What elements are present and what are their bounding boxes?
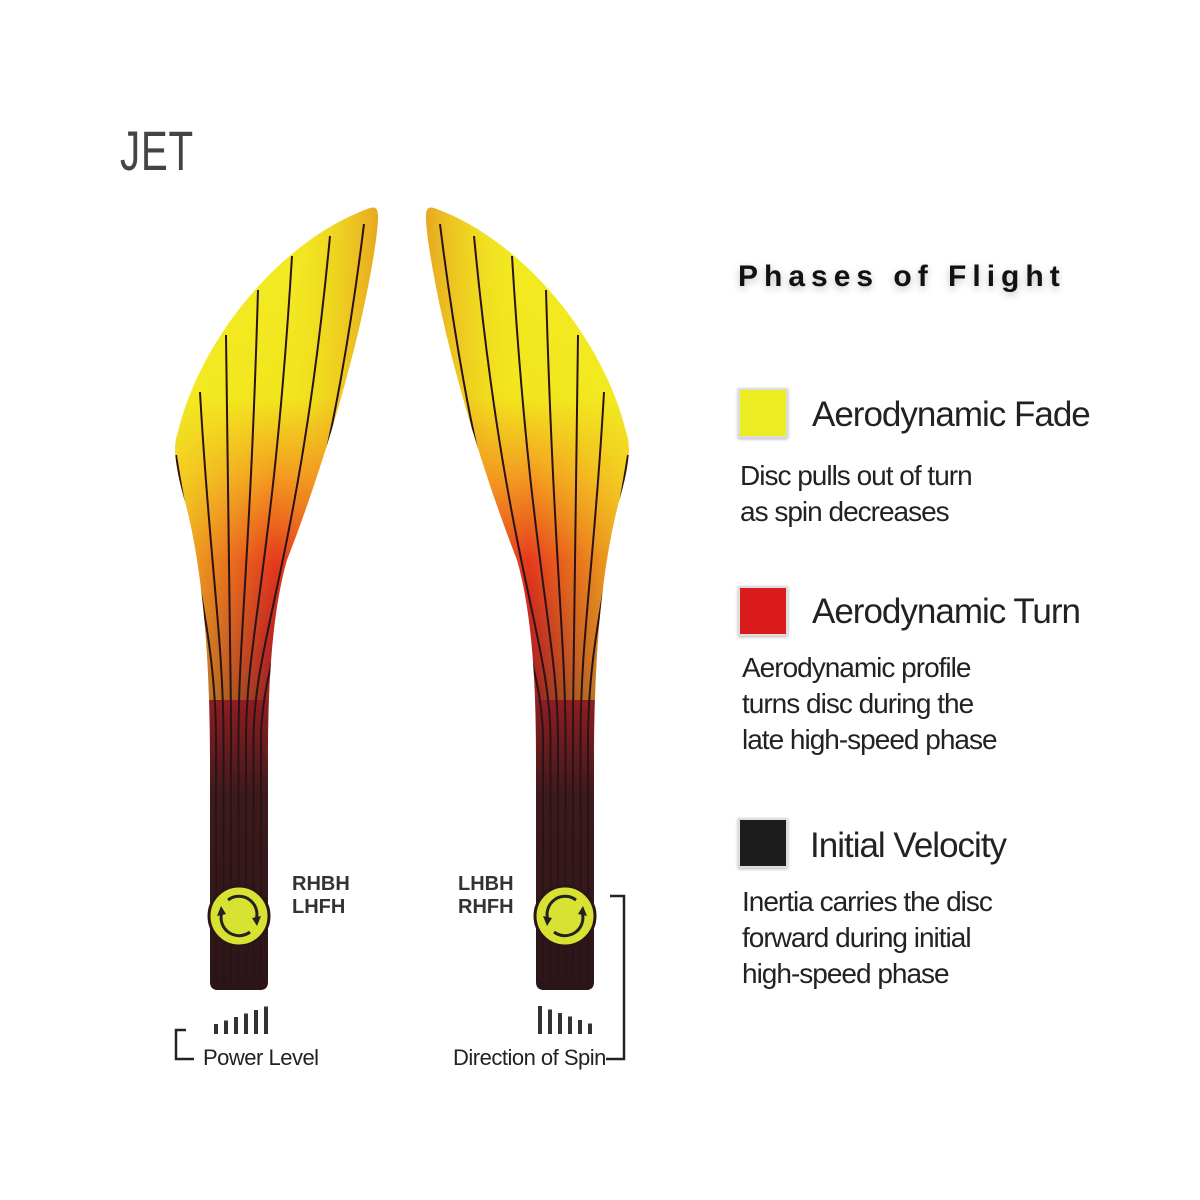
spin-bar — [548, 1009, 552, 1034]
throw-lhbh: LHBH — [458, 873, 514, 895]
fade-swatch — [738, 388, 788, 438]
desc-line: turns disc during the — [742, 688, 974, 719]
turn-swatch — [738, 586, 788, 636]
power-bar — [244, 1013, 248, 1034]
power-bar — [254, 1010, 258, 1034]
phase-description: Disc pulls out of turn as spin decreases — [740, 458, 973, 530]
spin-bar — [578, 1020, 582, 1034]
desc-line: Inertia carries the disc — [742, 886, 993, 917]
spin-bar — [568, 1016, 572, 1034]
throw-rhbh: RHBH — [292, 873, 350, 895]
spin-icon-cw — [207, 884, 271, 948]
streamline — [225, 334, 232, 990]
phase-name: Initial Velocity — [810, 826, 1007, 865]
streamline — [237, 289, 259, 990]
power-bar — [214, 1024, 218, 1034]
disc-title: JET — [120, 119, 194, 182]
legend-title: Phases of Flight — [738, 260, 1066, 293]
streamline — [252, 235, 331, 990]
power-bar — [264, 1006, 268, 1034]
spin-bar — [558, 1013, 562, 1034]
spin-bracket — [606, 894, 626, 1061]
streamline — [199, 391, 225, 990]
power-bar — [234, 1017, 238, 1034]
streamline — [245, 255, 293, 990]
phase-description: Inertia carries the disc forward during … — [742, 884, 993, 992]
power-bar — [224, 1020, 228, 1034]
flight-path-right — [425, 207, 629, 991]
desc-line: high-speed phase — [742, 958, 950, 989]
spin-bar — [538, 1006, 542, 1034]
flight-path-left — [175, 207, 379, 991]
phase-description: Aerodynamic profile turns disc during th… — [742, 650, 998, 758]
throw-lhfh: LHFH — [292, 896, 346, 918]
desc-line: forward during initial — [742, 922, 972, 953]
throw-types-left: RHBH LHFH — [292, 873, 350, 919]
throw-rhfh: RHFH — [458, 896, 514, 918]
desc-line: late high-speed phase — [742, 724, 998, 755]
phase-name: Aerodynamic Fade — [812, 395, 1091, 434]
desc-line: Aerodynamic profile — [742, 652, 971, 683]
desc-line: Disc pulls out of turn — [740, 460, 973, 491]
throw-types-right: LHBH RHFH — [458, 873, 514, 919]
spin-bar — [588, 1023, 592, 1034]
direction-of-spin-label: Direction of Spin — [453, 1045, 606, 1070]
velocity-swatch — [738, 818, 788, 868]
power-level-bars — [214, 1006, 268, 1034]
spin-bars — [538, 1006, 592, 1034]
desc-line: as spin decreases — [740, 496, 950, 527]
power-bracket — [174, 1028, 194, 1061]
phase-name: Aerodynamic Turn — [812, 592, 1081, 631]
spin-icon-ccw — [533, 884, 597, 948]
power-level-label: Power Level — [203, 1045, 319, 1070]
